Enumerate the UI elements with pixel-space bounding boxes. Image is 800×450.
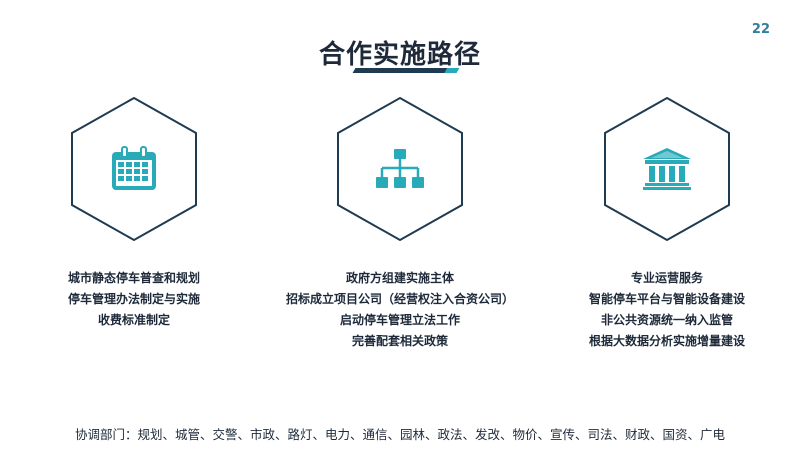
column-operations-line: 智能停车平台与智能设备建设 bbox=[588, 292, 745, 306]
page-title: 合作实施路径 bbox=[318, 40, 481, 70]
column-organization-line: 招标成立项目公司（经营权注入合资公司） bbox=[285, 292, 514, 306]
column-organization-line: 政府方组建实施主体 bbox=[345, 271, 454, 285]
page-number: 22 bbox=[751, 22, 770, 37]
hexagon-frame-operations bbox=[603, 96, 731, 242]
hexagon-frame-planning bbox=[70, 96, 198, 242]
column-planning-line: 停车管理办法制定与实施 bbox=[67, 292, 200, 306]
institution-building-icon bbox=[643, 148, 691, 190]
title-underline-accent bbox=[444, 68, 460, 73]
column-organization-line: 完善配套相关政策 bbox=[351, 334, 448, 348]
column-operations-line: 非公共资源统一纳入监管 bbox=[600, 313, 733, 327]
column-operations-text: 专业运营服务 智能停车平台与智能设备建设 非公共资源统一纳入监管 根据大数据分析… bbox=[537, 268, 797, 352]
column-operations-line: 根据大数据分析实施增量建设 bbox=[588, 334, 745, 348]
calendar-icon bbox=[112, 146, 156, 190]
hexagon-frame-organization bbox=[336, 96, 464, 242]
org-chart-icon bbox=[376, 149, 424, 188]
column-planning-text: 城市静态停车普查和规划 停车管理办法制定与实施 收费标准制定 bbox=[4, 268, 264, 331]
column-operations-line: 专业运营服务 bbox=[630, 271, 703, 285]
column-planning-line: 收费标准制定 bbox=[97, 313, 170, 327]
column-organization-text: 政府方组建实施主体 招标成立项目公司（经营权注入合资公司） 启动停车管理立法工作… bbox=[270, 268, 530, 352]
coordinating-departments: 协调部门：规划、城管、交警、市政、路灯、电力、通信、园林、政法、发改、物价、宣传… bbox=[74, 427, 725, 442]
column-planning-line: 城市静态停车普查和规划 bbox=[67, 271, 200, 285]
column-organization-line: 启动停车管理立法工作 bbox=[339, 313, 460, 327]
title-underline bbox=[352, 68, 448, 73]
